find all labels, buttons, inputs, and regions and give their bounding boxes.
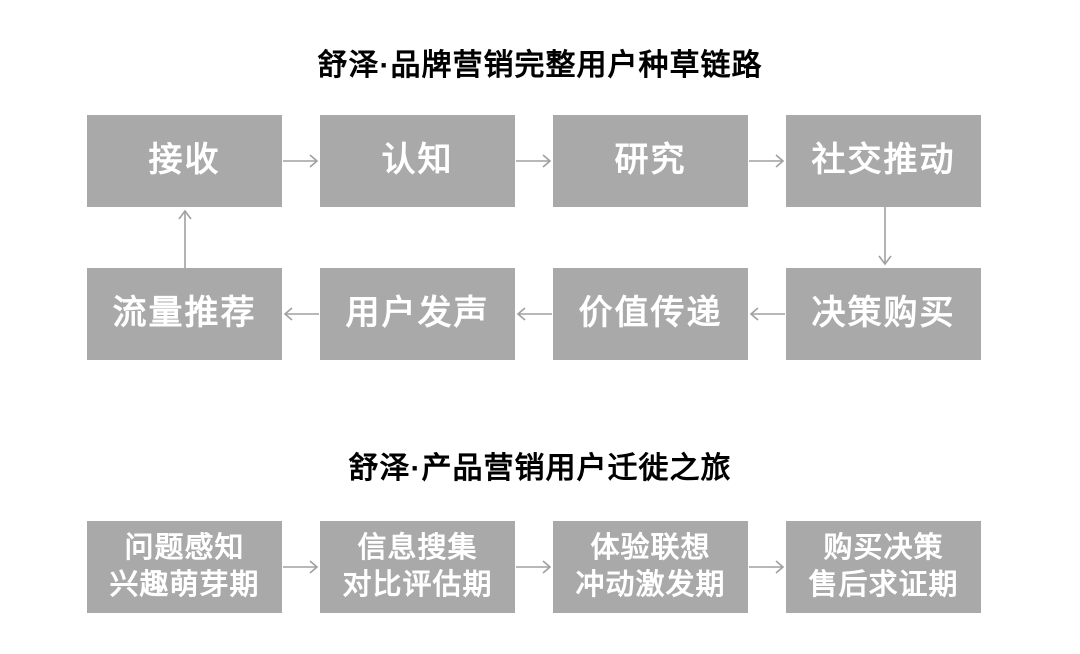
- diagram2-row: 问题感知 兴趣萌芽期 信息搜集 对比评估期 体验联想 冲动激发期 购买决策 售后…: [87, 521, 981, 613]
- d2-node-info-gathering: 信息搜集 对比评估期: [320, 521, 515, 613]
- diagram1-row1: 接收 认知 研究 社交推动: [87, 115, 981, 207]
- diagram2-title: 舒泽·产品营销用户迁徙之旅: [348, 452, 732, 485]
- arrow-up-icon: [178, 209, 192, 268]
- stage-line1: 问题感知: [124, 532, 245, 564]
- d2-node-problem-awareness: 问题感知 兴趣萌芽期: [87, 521, 282, 613]
- stage-line2: 冲动激发期: [575, 569, 726, 601]
- d1-node-social-push: 社交推动: [786, 115, 981, 207]
- d1-node-value-transfer: 价值传递: [553, 268, 748, 360]
- arrow-right-icon: [516, 560, 552, 574]
- stage-line2: 对比评估期: [342, 569, 493, 601]
- stage-line1: 信息搜集: [357, 532, 478, 564]
- diagram1-row2: 流量推荐 用户发声 价值传递 决策购买: [87, 268, 981, 360]
- arrow-left-icon: [516, 307, 552, 321]
- d1-node-receive: 接收: [87, 115, 282, 207]
- diagram1-title: 舒泽·品牌营销完整用户种草链路: [317, 49, 763, 82]
- arrow-right-icon: [283, 154, 319, 168]
- arrow-left-icon: [283, 307, 319, 321]
- d1-node-research: 研究: [553, 115, 748, 207]
- d2-node-purchase-decision: 购买决策 售后求证期: [786, 521, 981, 613]
- d1-node-user-voice: 用户发声: [320, 268, 515, 360]
- arrow-left-icon: [749, 307, 785, 321]
- arrow-right-icon: [749, 154, 785, 168]
- arrow-right-icon: [516, 154, 552, 168]
- stage-line1: 购买决策: [823, 532, 944, 564]
- arrow-right-icon: [749, 560, 785, 574]
- d1-node-decision-purchase: 决策购买: [786, 268, 981, 360]
- arrow-right-icon: [283, 560, 319, 574]
- d2-node-experience-association: 体验联想 冲动激发期: [553, 521, 748, 613]
- d1-node-cognition: 认知: [320, 115, 515, 207]
- stage-line2: 兴趣萌芽期: [109, 569, 260, 601]
- stage-line1: 体验联想: [590, 532, 711, 564]
- arrow-down-icon: [878, 207, 892, 266]
- d1-node-traffic-recommend: 流量推荐: [87, 268, 282, 360]
- stage-line2: 售后求证期: [808, 569, 959, 601]
